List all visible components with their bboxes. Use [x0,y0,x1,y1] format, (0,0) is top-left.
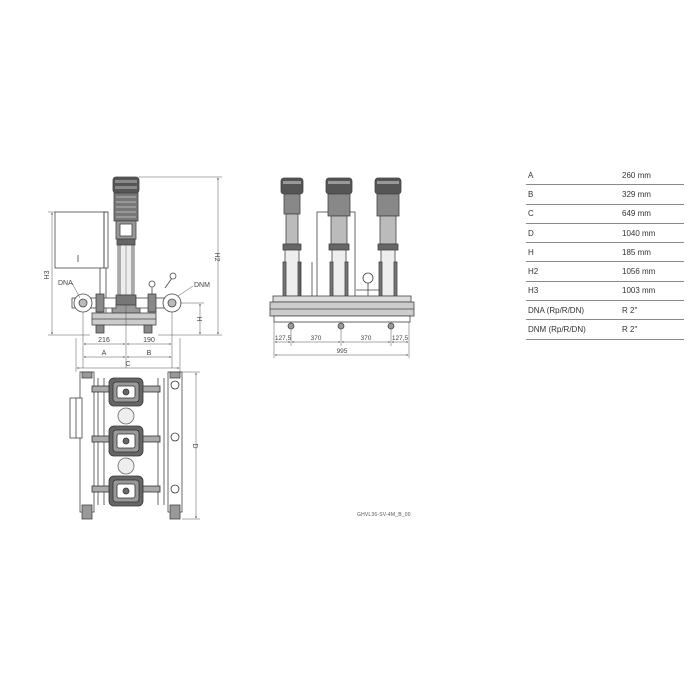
side-view-dimensions [48,176,222,372]
spec-key: DNM (Rp/R/DN) [526,319,620,340]
spec-row: DNM (Rp/R/DN)R 2" [526,319,684,340]
side-view-labels: H3 DNA H2 DNM H 216 190 A B C [44,253,220,368]
spec-key: H2 [526,261,620,282]
label-370-left: 370 [311,335,322,342]
drawing-code: GHVL36-SV-4M_B_00 [357,512,411,518]
side-view [54,176,182,334]
front-view [269,177,415,330]
label-370-right: 370 [361,335,372,342]
label-d: D [191,443,198,448]
label-190: 190 [143,337,155,344]
label-127-5-left: 127,5 [275,335,292,342]
spec-key: H3 [526,281,620,302]
spec-row: DNA (Rp/R/DN)R 2" [526,300,684,321]
front-pump-1 [280,177,304,297]
spec-key: D [526,223,620,244]
label-dnm: DNM [194,282,210,289]
top-pump-1 [91,377,161,407]
front-view-labels: 127,5 370 370 127,5 995 [275,335,409,355]
spec-value: 1040 mm [620,223,684,244]
front-view-dimensions [273,322,410,358]
spec-value: R 2" [620,300,684,321]
top-view-dimensions [182,371,200,520]
label-995: 995 [337,348,348,355]
spec-value: 649 mm [620,204,684,224]
top-pump-3 [91,475,161,507]
spec-key: DNA (Rp/R/DN) [526,300,620,321]
label-a: A [102,350,107,357]
spec-key: H [526,242,620,263]
front-pump-2 [325,177,353,297]
label-c: C [125,361,130,368]
top-view-pumps [91,377,180,507]
label-h: H [195,316,202,321]
spec-value: 1003 mm [620,281,684,302]
spec-key: C [526,204,620,224]
top-pump-2 [91,425,161,457]
spec-value: 329 mm [620,184,684,205]
spec-key: B [526,184,620,205]
spec-key: A [526,166,620,186]
spec-value: R 2" [620,319,684,340]
spec-value: 1056 mm [620,261,684,282]
label-b: B [147,350,152,357]
label-127-5-right: 127,5 [392,335,409,342]
front-pump-3 [374,177,402,297]
label-h2: H2 [213,253,220,262]
spec-value: 260 mm [620,166,684,186]
label-h3: H3 [44,270,51,279]
spec-value: 185 mm [620,242,684,263]
label-dna: DNA [58,280,73,287]
label-216: 216 [98,337,110,344]
